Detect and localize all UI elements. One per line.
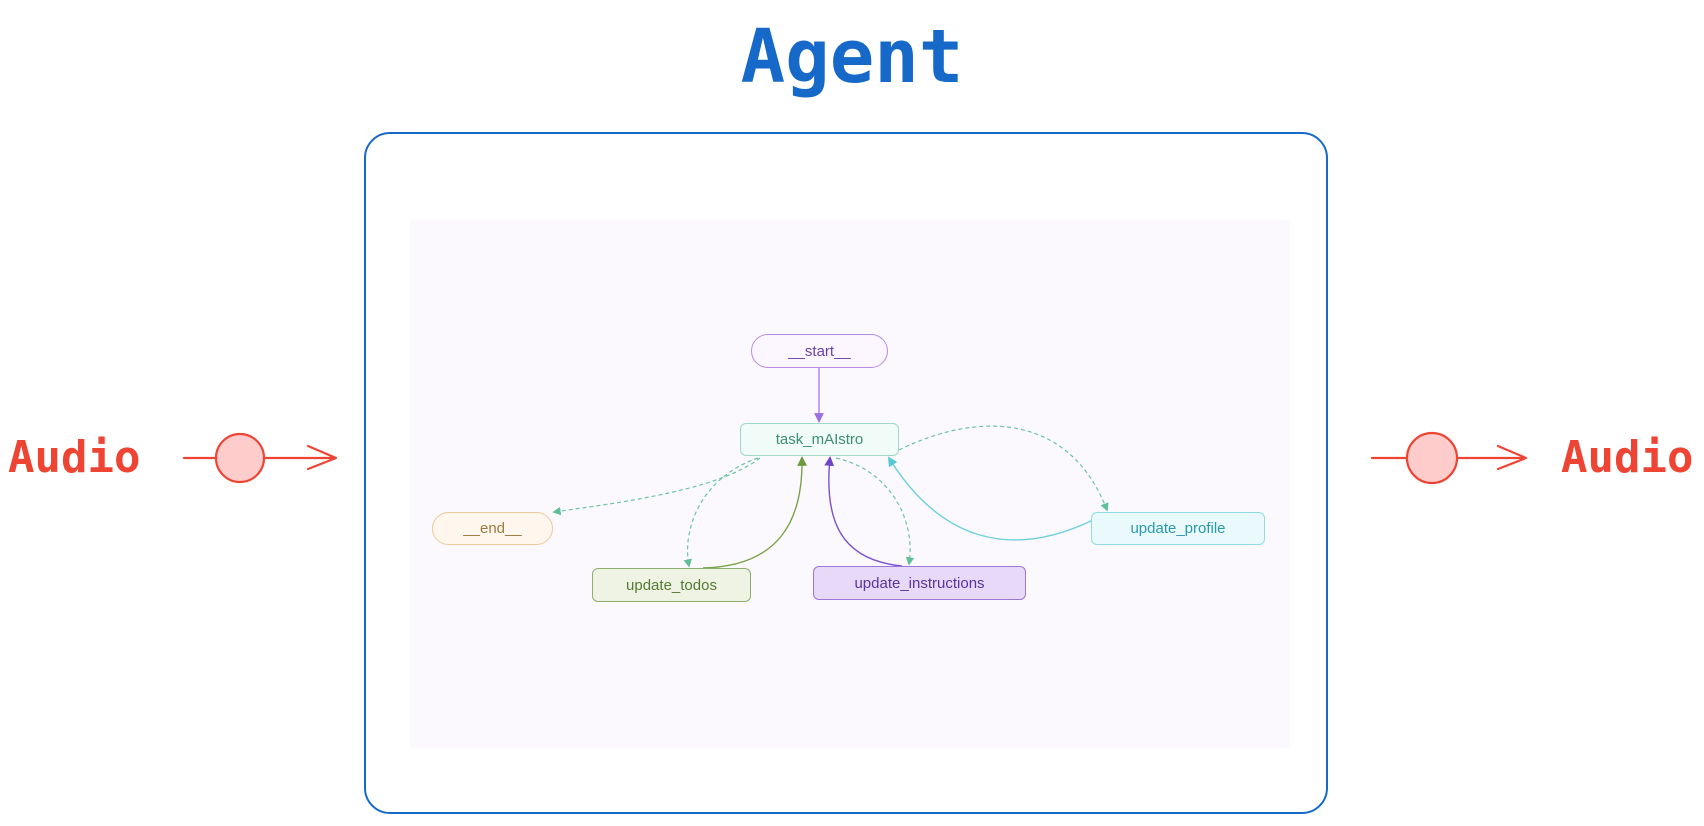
audio-input-label: Audio (8, 432, 141, 483)
audio-output-arrowhead (1496, 444, 1528, 471)
node-update-todos[interactable]: update_todos (592, 568, 751, 602)
node-end[interactable]: __end__ (432, 512, 553, 545)
audio-output-label: Audio (1561, 432, 1694, 483)
audio-input-connector (182, 432, 338, 484)
graph-canvas (410, 220, 1290, 748)
audio-output-port (1405, 431, 1459, 485)
node-update-instructions[interactable]: update_instructions (813, 566, 1026, 600)
audio-input-arrowhead (306, 444, 338, 471)
audio-input-port (214, 432, 266, 484)
audio-output-connector (1370, 431, 1528, 485)
node-update-profile[interactable]: update_profile (1091, 512, 1265, 545)
node-start[interactable]: __start__ (751, 334, 888, 368)
node-task-maistro[interactable]: task_mAIstro (740, 423, 899, 456)
agent-title: Agent (740, 14, 964, 100)
